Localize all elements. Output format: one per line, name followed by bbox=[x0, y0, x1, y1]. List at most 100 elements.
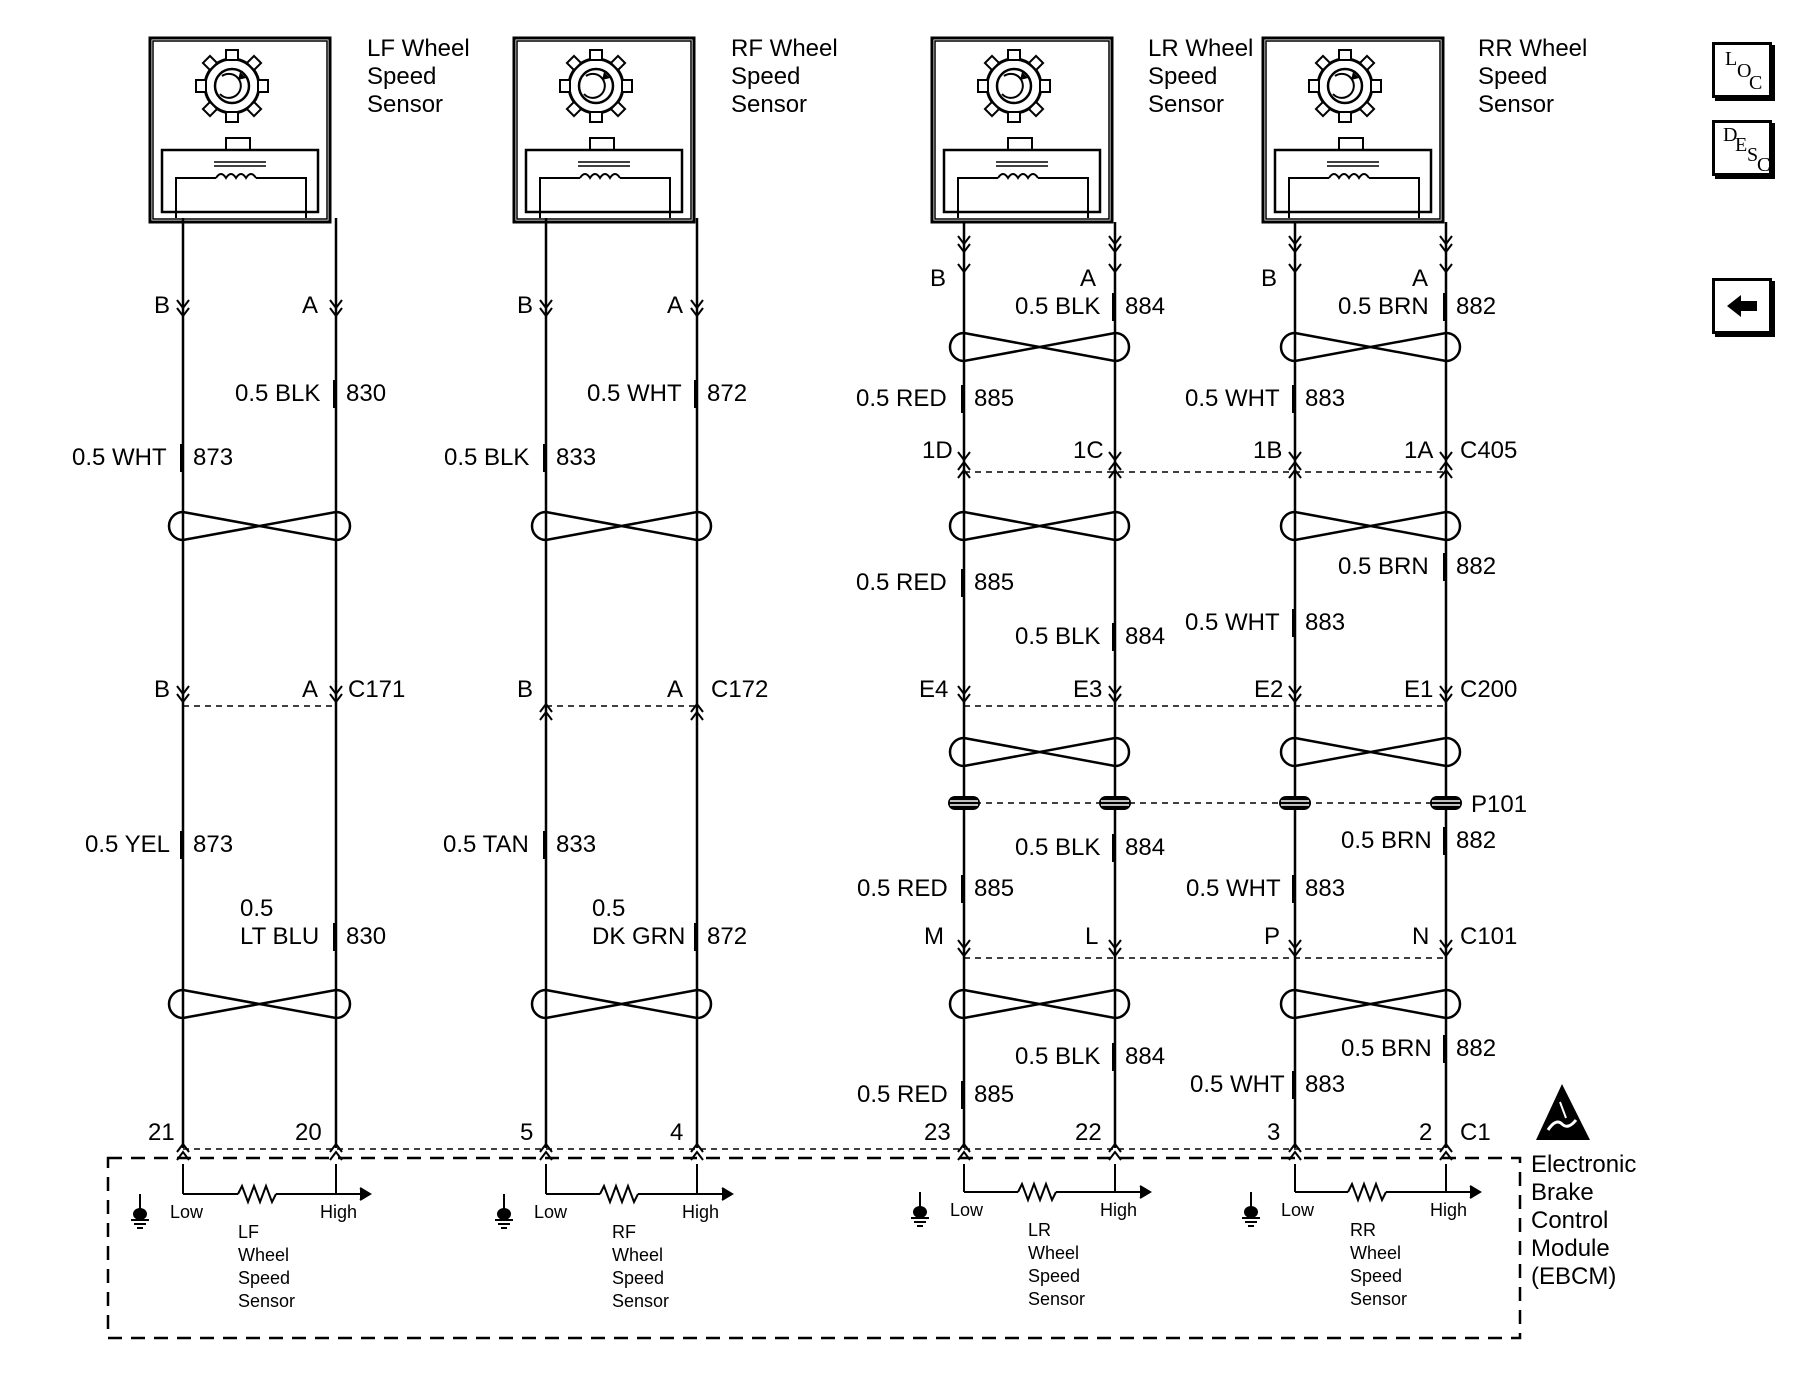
connector-name: P101 bbox=[1471, 791, 1527, 818]
pin-label: 21 bbox=[148, 1119, 175, 1146]
pin-label: 3 bbox=[1267, 1119, 1280, 1146]
wire-circuit: 872 bbox=[707, 380, 747, 407]
lf-term-a: A bbox=[302, 292, 318, 319]
wires bbox=[181, 218, 1448, 1148]
input-label: Wheel bbox=[238, 1245, 289, 1265]
wire-circuit: 873 bbox=[193, 831, 233, 858]
twisted-pairs bbox=[167, 331, 1462, 1020]
pin-label: 20 bbox=[295, 1119, 322, 1146]
pin-label: 1C bbox=[1073, 437, 1104, 464]
connector-name: C171 bbox=[348, 676, 405, 703]
pin-label: 4 bbox=[670, 1119, 683, 1146]
rf-sensor-title-1: RF Wheel bbox=[731, 35, 838, 62]
ebcm-name: Control bbox=[1531, 1207, 1608, 1234]
loc-button[interactable]: L O C bbox=[1712, 42, 1772, 98]
esd-warning-icon bbox=[1536, 1084, 1590, 1140]
desc-letter: C bbox=[1757, 154, 1771, 176]
wire-circuit: 883 bbox=[1305, 385, 1345, 412]
pin-label: L bbox=[1085, 923, 1098, 950]
connector-c172: B A C172 bbox=[517, 676, 768, 721]
wire-color: 0.5 BLK bbox=[1015, 1043, 1100, 1070]
lr-term-a: A bbox=[1080, 265, 1096, 292]
lf-sensor-title-1: LF Wheel bbox=[367, 35, 470, 62]
wire-color: DK GRN bbox=[592, 923, 685, 950]
input-label: Wheel bbox=[1028, 1243, 1079, 1263]
desc-button[interactable]: D E S C bbox=[1712, 120, 1772, 176]
ebcm-rr-input: Low High RR Wheel Speed Sensor bbox=[1241, 1164, 1482, 1309]
loc-letter: L bbox=[1725, 48, 1738, 70]
pin-label: 2 bbox=[1419, 1119, 1432, 1146]
wire-color: 0.5 YEL bbox=[85, 831, 170, 858]
pin-label: 1D bbox=[922, 437, 953, 464]
pin-label: 23 bbox=[924, 1119, 951, 1146]
pin-label: M bbox=[924, 923, 944, 950]
loc-letter: C bbox=[1749, 72, 1763, 94]
connector-c405: 1D 1C 1B 1A C405 bbox=[922, 437, 1517, 479]
rf-sensor: RF Wheel Speed Sensor bbox=[512, 35, 838, 224]
pin-label: B bbox=[154, 676, 170, 703]
wire-circuit: 885 bbox=[974, 569, 1014, 596]
pin-label: P bbox=[1264, 923, 1280, 950]
wire-circuit: 882 bbox=[1456, 827, 1496, 854]
input-label: Speed bbox=[238, 1268, 290, 1288]
wire-circuit: 883 bbox=[1305, 609, 1345, 636]
wire-circuit: 833 bbox=[556, 831, 596, 858]
wire-circuit: 885 bbox=[974, 875, 1014, 902]
pin-label: A bbox=[302, 676, 318, 703]
wire-size: 0.5 bbox=[592, 895, 625, 922]
rr-sensor-title-2: Speed bbox=[1478, 63, 1547, 90]
wire-circuit: 882 bbox=[1456, 293, 1496, 320]
wire-circuit: 830 bbox=[346, 380, 386, 407]
ebcm-name: (EBCM) bbox=[1531, 1263, 1616, 1290]
pin-label: 5 bbox=[520, 1119, 533, 1146]
rr-sensor: RR Wheel Speed Sensor bbox=[1261, 35, 1587, 224]
wire-color: 0.5 RED bbox=[857, 875, 948, 902]
ebcm-rf-input: Low High RF Wheel Speed Sensor bbox=[494, 1164, 734, 1311]
connector-name: C1 bbox=[1460, 1119, 1491, 1146]
wire-circuit: 884 bbox=[1125, 623, 1165, 650]
wire-color: 0.5 BLK bbox=[1015, 293, 1100, 320]
wire-circuit: 872 bbox=[707, 923, 747, 950]
pin-label: 1B bbox=[1253, 437, 1282, 464]
back-arrow-icon bbox=[1727, 295, 1757, 317]
wire-circuit: 883 bbox=[1305, 875, 1345, 902]
wire-color: 0.5 BLK bbox=[444, 444, 529, 471]
lr-sensor-title-3: Sensor bbox=[1148, 91, 1224, 118]
input-label: Wheel bbox=[1350, 1243, 1401, 1263]
ebcm-module: Low High LF Wheel Speed Sensor Low High … bbox=[106, 1084, 1636, 1340]
wire-color: 0.5 WHT bbox=[1185, 609, 1280, 636]
pin-label: E4 bbox=[919, 676, 948, 703]
wire-color: 0.5 TAN bbox=[443, 831, 529, 858]
input-label: Speed bbox=[612, 1268, 664, 1288]
low-label: Low bbox=[534, 1202, 568, 1222]
input-label: Sensor bbox=[1028, 1289, 1085, 1309]
input-label: LF bbox=[238, 1222, 259, 1242]
wire-circuit: 884 bbox=[1125, 1043, 1165, 1070]
desc-letter: D bbox=[1723, 124, 1738, 146]
splice-p101: P101 bbox=[947, 791, 1527, 818]
lf-sensor-title-2: Speed bbox=[367, 63, 436, 90]
ebcm-lr-input: Low High LR Wheel Speed Sensor bbox=[910, 1164, 1152, 1309]
connector-c1: 21 20 5 4 23 22 3 2 C1 bbox=[148, 1119, 1491, 1161]
wire-color: 0.5 RED bbox=[856, 385, 947, 412]
wire-circuit: 882 bbox=[1456, 553, 1496, 580]
wire-circuit: 885 bbox=[974, 385, 1014, 412]
wire-color: 0.5 BLK bbox=[235, 380, 320, 407]
back-button[interactable] bbox=[1712, 278, 1772, 334]
input-label: Wheel bbox=[612, 1245, 663, 1265]
wire-color: 0.5 WHT bbox=[72, 444, 167, 471]
connector-c200: E4 E3 E2 E1 C200 bbox=[919, 676, 1517, 707]
wire-color: 0.5 WHT bbox=[1185, 385, 1280, 412]
input-label: Sensor bbox=[238, 1291, 295, 1311]
wire-color: 0.5 BLK bbox=[1015, 834, 1100, 861]
wire-circuit: 884 bbox=[1125, 834, 1165, 861]
connector-c101: M L P N C101 bbox=[924, 923, 1517, 959]
rf-sensor-title-3: Sensor bbox=[731, 91, 807, 118]
lr-sensor-title-2: Speed bbox=[1148, 63, 1217, 90]
ebcm-name: Electronic bbox=[1531, 1151, 1636, 1178]
loc-letter: O bbox=[1737, 60, 1752, 82]
desc-letter: E bbox=[1735, 134, 1748, 156]
high-label: High bbox=[682, 1202, 719, 1222]
rf-sensor-title-2: Speed bbox=[731, 63, 800, 90]
